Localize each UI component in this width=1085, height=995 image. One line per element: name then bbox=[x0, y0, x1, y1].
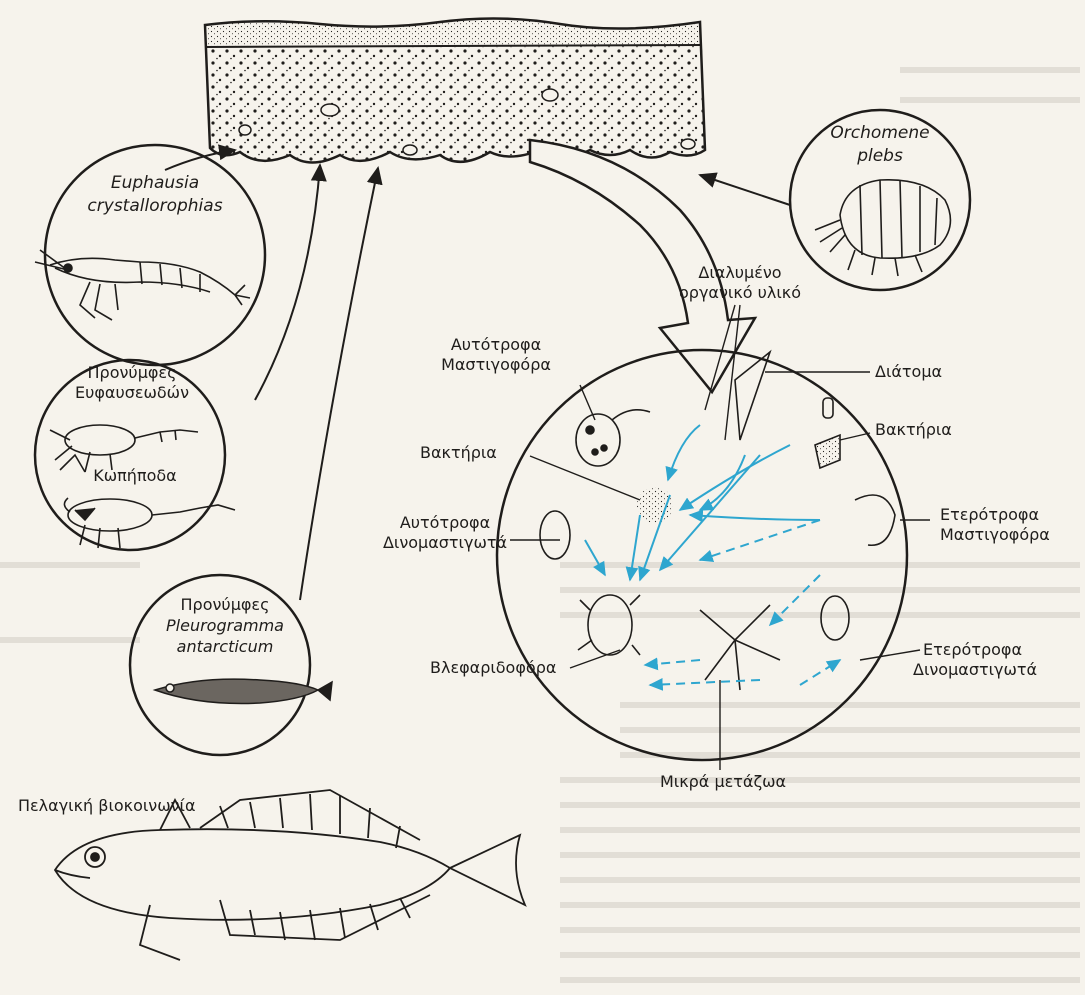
sea-ice-block bbox=[205, 18, 705, 162]
label-bacteria-left: Βακτήρια bbox=[420, 443, 497, 463]
label-heterotrophic-flagellates-line1: Ετερότροφα bbox=[940, 505, 1039, 525]
larva-drawing bbox=[50, 425, 198, 472]
label-autotrophic-flagellates-line1: Αυτότροφα bbox=[436, 335, 556, 355]
microbial-circle bbox=[497, 350, 907, 760]
label-bacteria-right: Βακτήρια bbox=[875, 420, 952, 440]
label-heterotrophic-dinoflagellates-line2: Δινομαστιγωτά bbox=[913, 660, 1037, 680]
label-plebs: plebs bbox=[825, 146, 935, 166]
label-euphausiid-larvae-line1: Προνύμφες bbox=[62, 363, 202, 383]
label-crystallorophias: crystallorophias bbox=[75, 196, 235, 216]
label-autotrophic-dinoflagellates-line1: Αυτότροφα bbox=[380, 513, 510, 533]
label-dissolved-organic-line2: οργανικό υλικό bbox=[660, 283, 820, 303]
microbes bbox=[540, 352, 895, 690]
label-autotrophic-flagellates-line2: Μαστιγοφόρα bbox=[436, 355, 556, 375]
label-heterotrophic-dinoflagellates-line1: Ετερότροφα bbox=[923, 640, 1022, 660]
label-pelagic-community: Πελαγική βιοκοινωνία bbox=[18, 796, 196, 816]
label-ciliates: Βλεφαριδοφόρα bbox=[430, 658, 556, 678]
krill-drawing bbox=[35, 250, 250, 320]
label-diatoms: Διάτομα bbox=[875, 362, 942, 382]
label-autotrophic-dinoflagellates-line2: Δινομαστιγωτά bbox=[374, 533, 516, 553]
label-copepods: Κωπήποδα bbox=[85, 466, 185, 486]
orchomene-drawing bbox=[815, 180, 950, 276]
label-euphausiid-larvae-line2: Ευφαυσεωδών bbox=[62, 383, 202, 403]
pleurogramma-drawing bbox=[155, 679, 332, 703]
label-antarcticum: antarcticum bbox=[165, 637, 285, 657]
label-pleurogramma-larvae: Προνύμφες bbox=[170, 595, 280, 615]
label-heterotrophic-flagellates-line2: Μαστιγοφόρα bbox=[940, 525, 1050, 545]
label-small-metazoans: Μικρά μετάζωα bbox=[660, 772, 786, 792]
label-orchomene: Orchomene bbox=[825, 123, 935, 143]
label-pleurogramma: Pleurogramma bbox=[160, 616, 290, 636]
label-dissolved-organic-line1: Διαλυμένο bbox=[670, 263, 810, 283]
blue-flow-arrows bbox=[585, 425, 840, 685]
label-euphausia: Euphausia bbox=[85, 173, 225, 193]
